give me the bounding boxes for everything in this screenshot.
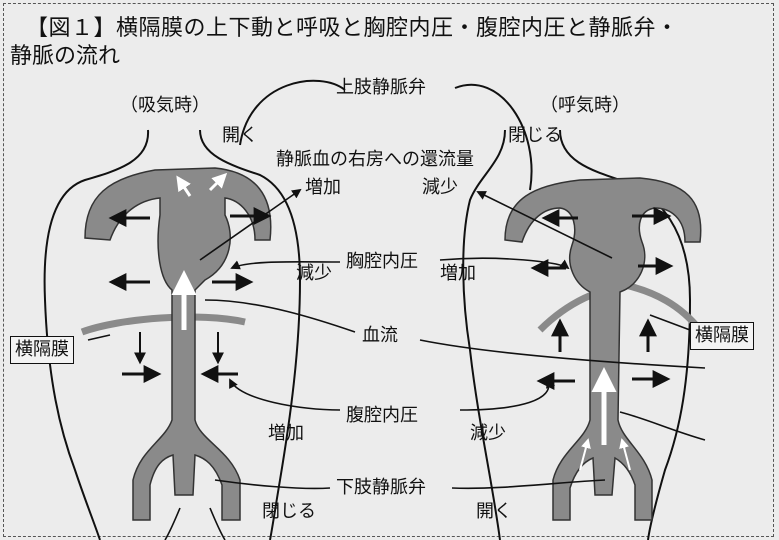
exhale-body bbox=[463, 130, 701, 540]
label-venous-return: 静脈血の右房への還流量 bbox=[276, 150, 474, 170]
label-close-bottom: 閉じる bbox=[262, 502, 316, 522]
inhale-vein bbox=[85, 168, 271, 520]
label-abdominal-pressure: 腹腔内圧 bbox=[346, 406, 418, 426]
inhale-body bbox=[45, 130, 300, 540]
label-return-decrease: 減少 bbox=[422, 178, 458, 198]
label-thoracic-increase: 増加 bbox=[440, 264, 476, 284]
label-lower-limb-valve: 下肢静脈弁 bbox=[336, 478, 426, 498]
label-exhale: （呼気時） bbox=[540, 96, 630, 116]
label-abdominal-increase: 増加 bbox=[268, 424, 304, 444]
label-open-top: 開く bbox=[222, 126, 258, 146]
exhale-vein bbox=[505, 178, 701, 520]
label-diaphragm-left: 横隔膜 bbox=[10, 336, 74, 364]
label-thoracic-decrease: 減少 bbox=[296, 264, 332, 284]
label-inhale: （吸気時） bbox=[120, 96, 210, 116]
label-return-increase: 増加 bbox=[305, 178, 341, 198]
label-thoracic-pressure: 胸腔内圧 bbox=[346, 252, 418, 272]
figure-title-line2: 静脈の流れ bbox=[10, 44, 120, 69]
label-close-top: 閉じる bbox=[508, 126, 562, 146]
inhale-diaphragm bbox=[82, 317, 245, 332]
label-abdominal-decrease: 減少 bbox=[470, 424, 506, 444]
label-upper-limb-valve: 上肢静脈弁 bbox=[336, 78, 426, 98]
label-diaphragm-right: 横隔膜 bbox=[690, 322, 754, 350]
figure-title-line1: 【図１】横隔膜の上下動と呼吸と胸腔内圧・腹腔内圧と静脈弁・ bbox=[26, 16, 679, 41]
label-blood-flow: 血流 bbox=[362, 326, 398, 346]
label-open-bottom: 開く bbox=[476, 502, 512, 522]
